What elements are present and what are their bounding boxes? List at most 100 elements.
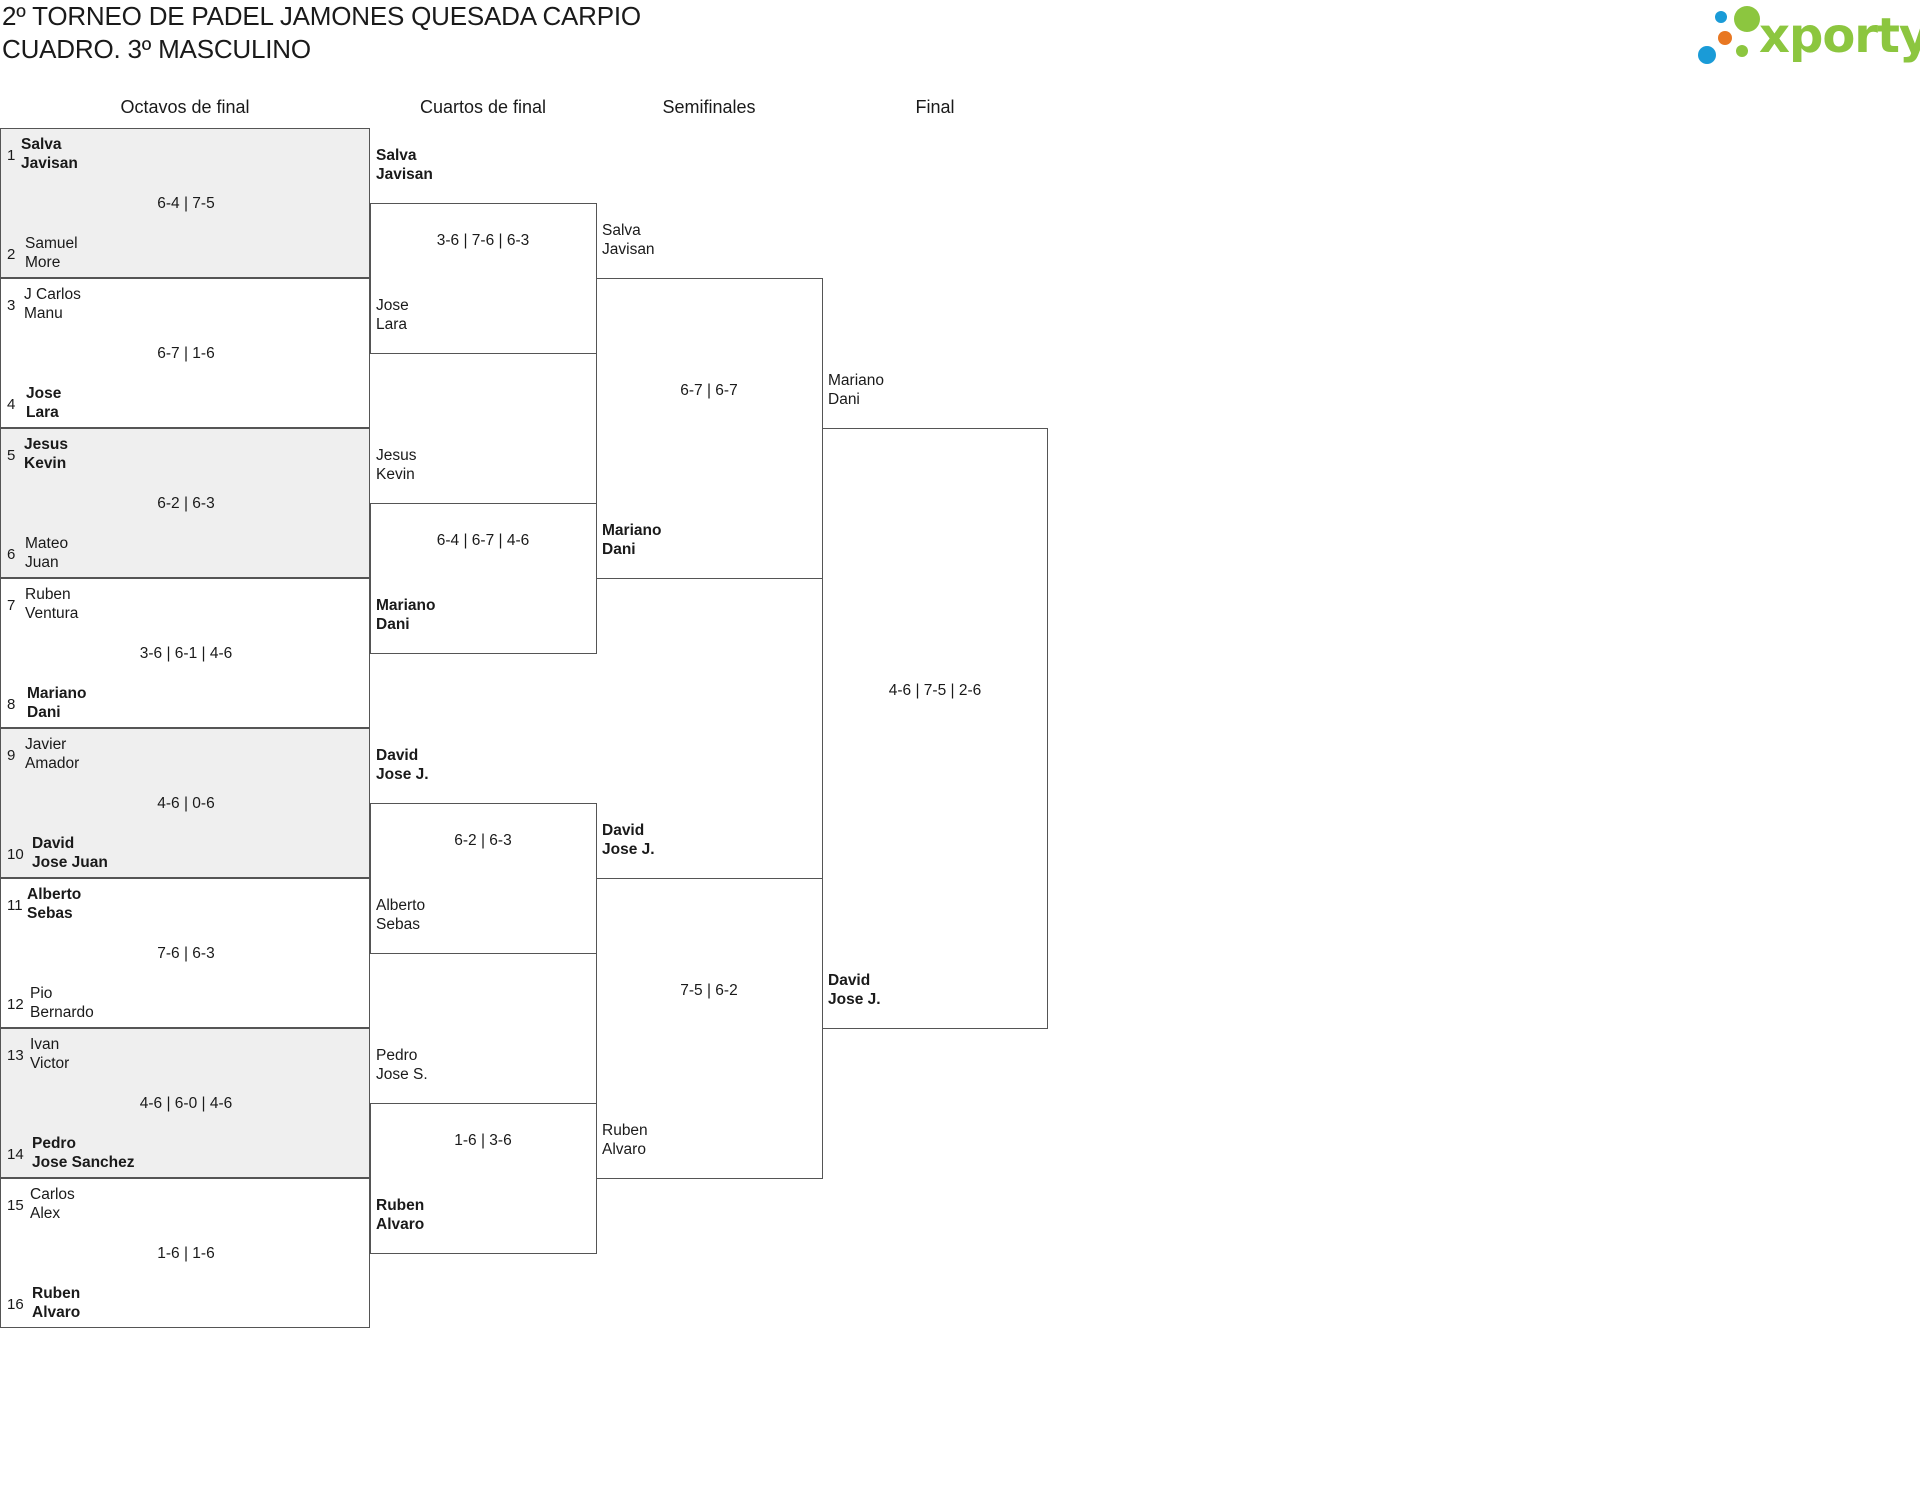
player-name: Jesus: [24, 436, 68, 453]
match-octavos-4[interactable]: 7 Ruben Ventura 3-6 | 6-1 | 4-6 8 Marian…: [0, 578, 370, 728]
match-score-cuartos-4: 1-6 | 3-6: [454, 1132, 512, 1149]
seed-number: 7: [7, 597, 16, 614]
match-octavos-1[interactable]: 1 Salva Javisan 6-4 | 7-5 2 Samuel More: [0, 128, 370, 278]
match-octavos-3[interactable]: 5 Jesus Kevin 6-2 | 6-3 6 Mateo Juan: [0, 428, 370, 578]
player-name: Bernardo: [30, 1004, 94, 1021]
pair-top: J Carlos Manu: [24, 285, 81, 323]
pair-bottom: Ruben Alvaro: [32, 1284, 80, 1322]
player-name: Jose Sanchez: [32, 1154, 135, 1171]
bracket-final: [822, 428, 1048, 1029]
match-score: 7-6 | 6-3: [157, 945, 215, 962]
player-name: David: [376, 747, 419, 764]
pair-top: Javier Amador: [25, 735, 79, 773]
player-name: Salva: [602, 222, 641, 239]
seed-number: 2: [7, 246, 16, 263]
pair-top: Carlos Alex: [30, 1185, 75, 1223]
pair-cuartos-4-top: Pedro Jose S.: [376, 1046, 428, 1084]
player-name: Lara: [376, 316, 408, 333]
player-name: Alberto: [27, 886, 82, 903]
match-score-cuartos-3: 6-2 | 6-3: [454, 832, 512, 849]
seed-number: 5: [7, 447, 16, 464]
match-octavos-7[interactable]: 13 Ivan Victor 4-6 | 6-0 | 4-6 14 Pedro …: [0, 1028, 370, 1178]
player-name: Jose J.: [602, 841, 655, 858]
player-name: Dani: [828, 391, 860, 408]
seed-number: 8: [7, 696, 16, 713]
xporty-logo: xporty: [1695, 3, 1920, 69]
player-name: Sebas: [376, 916, 420, 933]
player-name: Ventura: [25, 605, 79, 622]
match-octavos-5[interactable]: 9 Javier Amador 4-6 | 0-6 10 David Jose …: [0, 728, 370, 878]
player-name: Dani: [602, 541, 636, 558]
player-name: Jose S.: [376, 1066, 428, 1083]
player-name: Pio: [30, 985, 53, 1002]
seed-number: 15: [7, 1197, 24, 1214]
pair-cuartos-4-bottom: Ruben Alvaro: [376, 1196, 424, 1234]
seed-number: 1: [7, 147, 16, 164]
pair-semis-1-bottom: Mariano Dani: [602, 521, 661, 559]
pair-cuartos-2-top: Jesus Kevin: [376, 446, 417, 484]
pair-cuartos-1-top: Salva Javisan: [376, 146, 433, 184]
seed-number: 10: [7, 846, 24, 863]
player-name: Samuel: [25, 235, 78, 252]
player-name: Salva: [376, 147, 417, 164]
pair-cuartos-3-top: David Jose J.: [376, 746, 429, 784]
player-name: Jose: [376, 297, 409, 314]
player-name: Alvaro: [376, 1216, 425, 1233]
pair-top: Salva Javisan: [21, 135, 78, 173]
match-octavos-8[interactable]: 15 Carlos Alex 1-6 | 1-6 16 Ruben Alvaro: [0, 1178, 370, 1328]
round-header-cuartos: Cuartos de final: [419, 97, 547, 117]
player-name: Mariano: [27, 685, 87, 702]
pair-top: Alberto Sebas: [27, 885, 81, 923]
match-score: 6-2 | 6-3: [157, 495, 215, 512]
player-name: Victor: [30, 1055, 70, 1072]
player-name: Jesus: [376, 447, 417, 464]
player-name: Carlos: [30, 1186, 75, 1203]
match-score-semis-2: 7-5 | 6-2: [680, 982, 738, 999]
pair-cuartos-3-bottom: Alberto Sebas: [376, 896, 425, 934]
player-name: Alberto: [376, 897, 426, 914]
player-name: Dani: [27, 704, 61, 721]
match-score-semis-1: 6-7 | 6-7: [680, 382, 738, 399]
player-name: Amador: [25, 755, 80, 772]
match-octavos-6[interactable]: 11 Alberto Sebas 7-6 | 6-3 12 Pio Bernar…: [0, 878, 370, 1028]
pair-bottom: Mateo Juan: [25, 534, 68, 572]
seed-number: 6: [7, 546, 16, 563]
player-name: Javisan: [21, 155, 78, 172]
player-name: Mariano: [828, 372, 884, 389]
match-score: 3-6 | 6-1 | 4-6: [139, 645, 233, 662]
pair-semis-2-top: David Jose J.: [602, 821, 655, 859]
match-score: 6-7 | 1-6: [157, 345, 215, 362]
player-name: Pedro: [32, 1135, 76, 1152]
player-name: David: [828, 972, 871, 989]
player-name: Lara: [26, 404, 59, 421]
seed-number: 3: [7, 297, 16, 314]
player-name: David: [602, 822, 645, 839]
seed-number: 4: [7, 396, 16, 413]
player-name: Manu: [24, 305, 63, 322]
player-name: Dani: [376, 616, 410, 633]
pair-semis-2-bottom: Ruben Alvaro: [602, 1121, 648, 1159]
player-name: Kevin: [376, 466, 415, 483]
pair-top: Jesus Kevin: [24, 435, 68, 473]
pair-final-bottom: David Jose J.: [828, 971, 881, 1009]
player-name: Jose: [26, 385, 62, 402]
match-octavos-2[interactable]: 3 J Carlos Manu 6-7 | 1-6 4 Jose Lara: [0, 278, 370, 428]
pair-bottom: David Jose Juan: [32, 834, 108, 872]
pair-bottom: Jose Lara: [26, 384, 61, 422]
player-name: Sebas: [27, 905, 73, 922]
player-name: Jose Juan: [32, 854, 108, 871]
draw-title: CUADRO. 3º MASCULINO: [2, 34, 311, 64]
player-name: Kevin: [24, 455, 67, 472]
page-title: 2º TORNEO DE PADEL JAMONES QUESADA CARPI…: [2, 0, 641, 66]
round-header-octavos: Octavos de final: [120, 97, 250, 117]
pair-bottom: Mariano Dani: [27, 684, 86, 722]
seed-number: 14: [7, 1146, 24, 1163]
seed-number: 11: [7, 897, 23, 914]
logo-dot-orange: [1718, 31, 1732, 45]
match-score: 1-6 | 1-6: [157, 1245, 215, 1262]
pair-bottom: Samuel More: [25, 234, 78, 272]
player-name: Ruben: [32, 1285, 81, 1302]
seed-number: 16: [7, 1296, 24, 1313]
pair-top: Ruben Ventura: [25, 585, 78, 623]
logo-dot-blue: [1698, 46, 1716, 64]
